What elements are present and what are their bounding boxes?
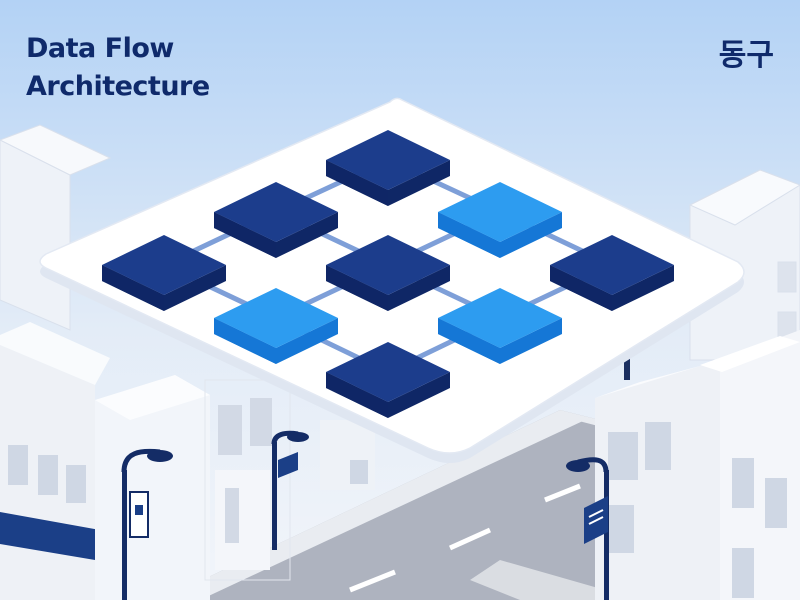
left-buildings — [0, 322, 375, 600]
street-lamp-center — [271, 430, 309, 550]
title-line-2: Architecture — [26, 71, 210, 102]
data-node-4 — [102, 235, 226, 311]
data-node-6 — [550, 235, 674, 311]
data-node-3 — [438, 182, 562, 258]
data-node-7 — [214, 288, 338, 364]
title-line-1: Data Flow — [26, 33, 174, 64]
data-node-2 — [214, 182, 338, 258]
lane-markings — [349, 483, 581, 593]
right-buildings — [595, 330, 800, 600]
data-node-1 — [326, 130, 450, 206]
diagram-title: Data Flow Architecture — [26, 30, 210, 106]
data-node-5 — [326, 235, 450, 311]
data-node-9 — [326, 342, 450, 418]
data-nodes — [102, 130, 674, 418]
data-node-8 — [438, 288, 562, 364]
street-lamp-left — [121, 448, 173, 600]
district-label: 동구 — [718, 38, 774, 73]
awning — [0, 512, 100, 560]
street-lamp-right — [566, 457, 609, 600]
background-buildings — [0, 124, 800, 361]
